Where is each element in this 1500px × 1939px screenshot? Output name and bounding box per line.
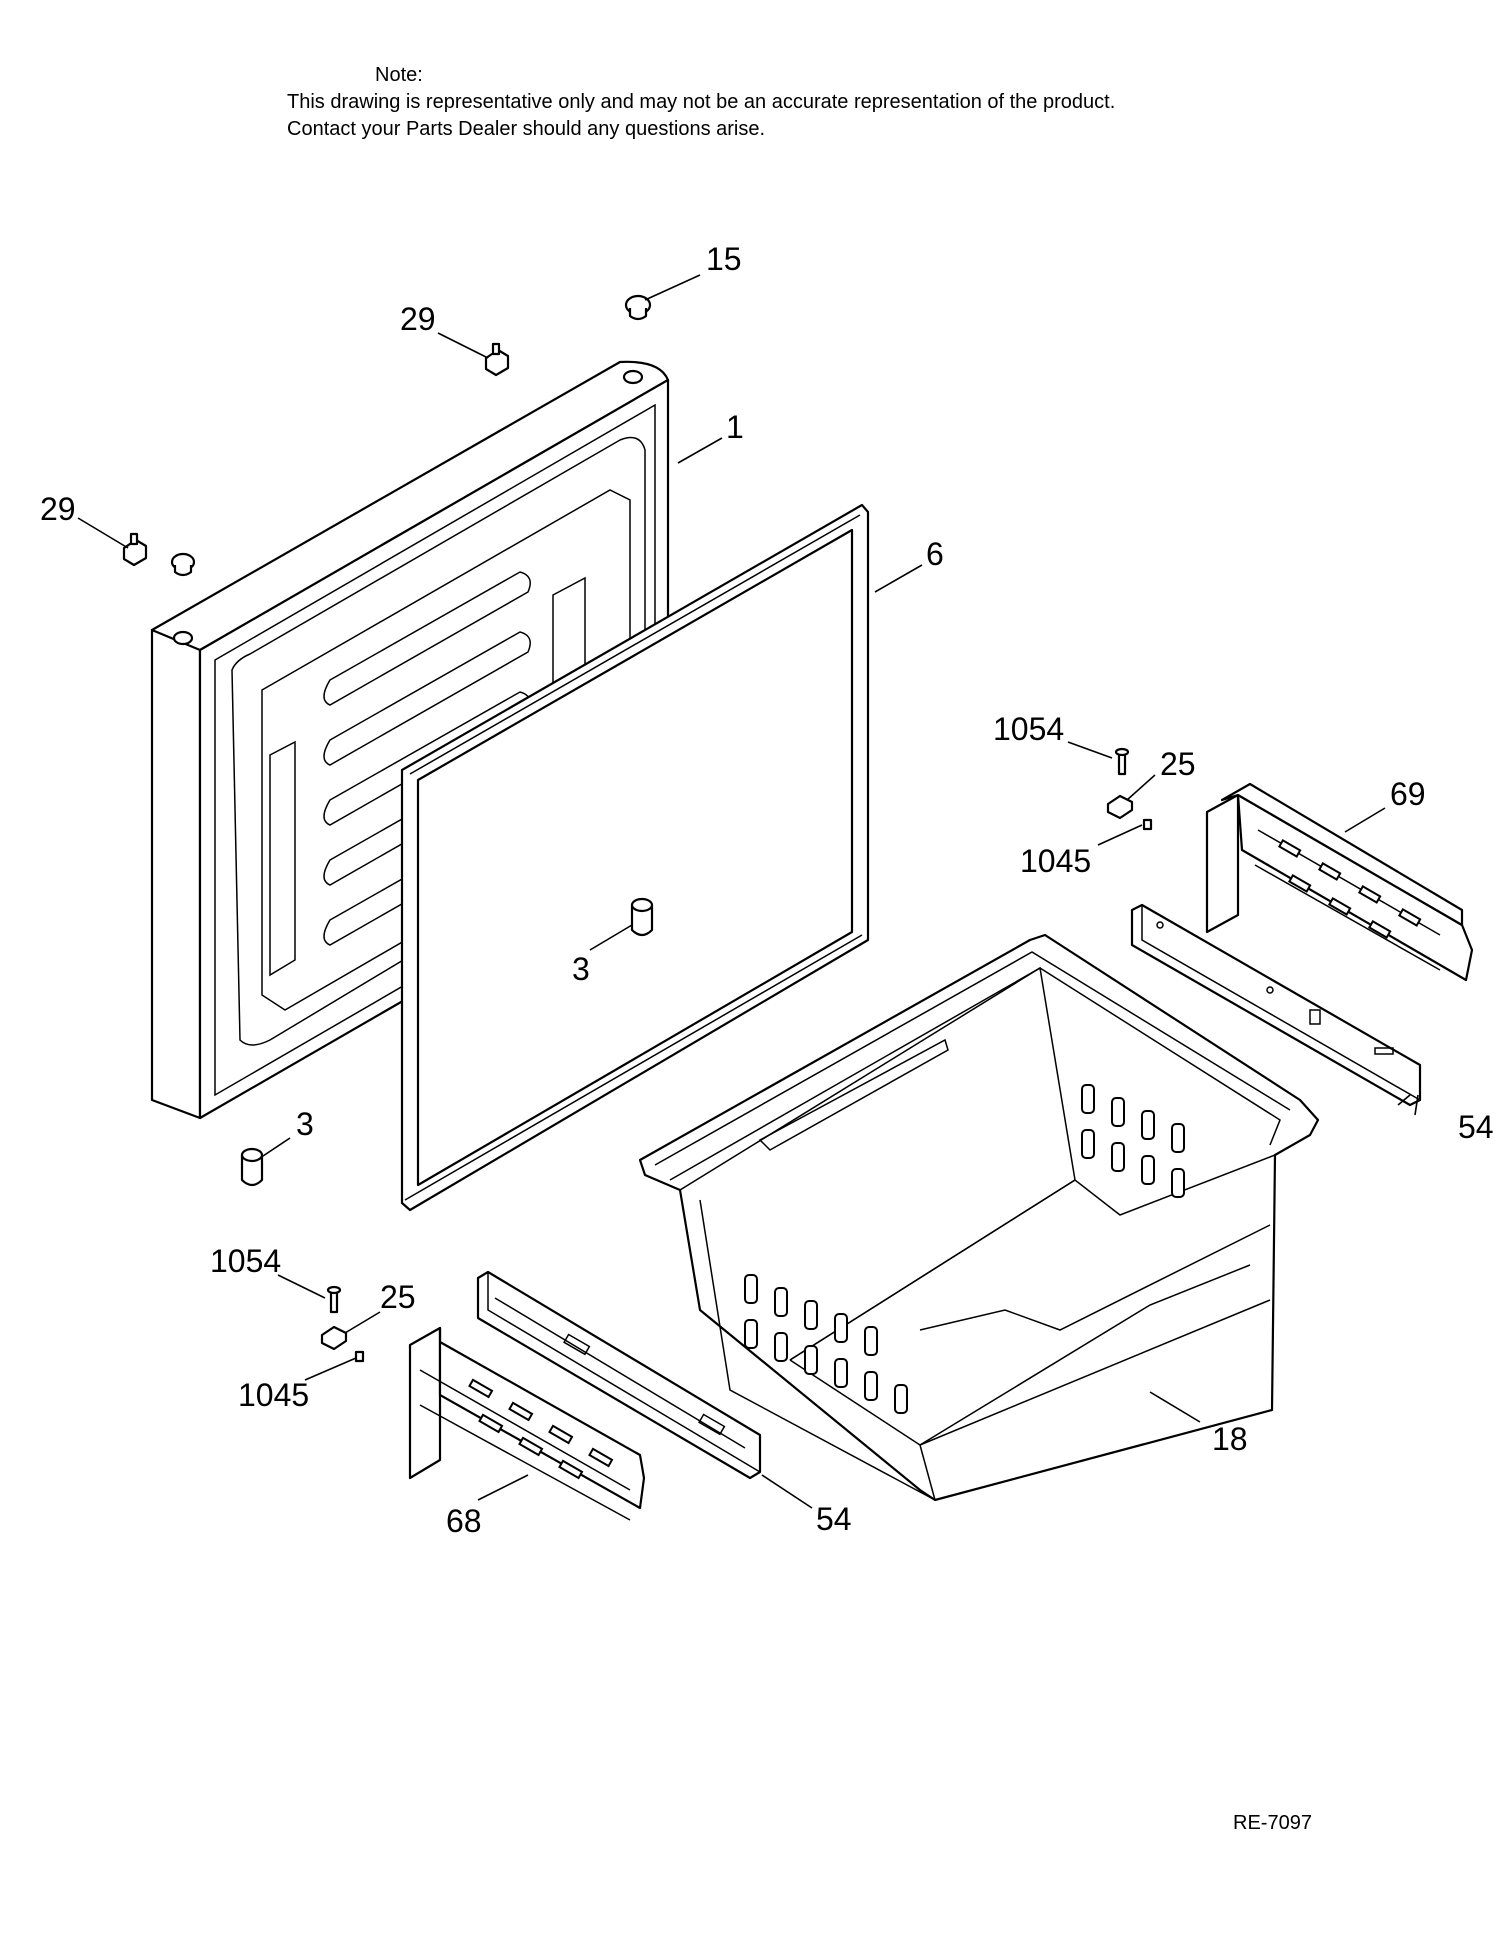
part-slide-rail-54-left [476,1270,762,1480]
part-cap-left [170,552,196,577]
part-hinge-pin-29-top [484,342,510,377]
callout-numbers: 15 29 1 29 6 1054 25 69 1045 3 54 3 1054… [40,241,1494,1539]
callout-25-right: 25 [1160,746,1196,782]
callout-6: 6 [926,536,944,572]
part-screw-1045-left [354,1350,365,1363]
part-screw-1054-left [326,1285,342,1314]
callout-25-left: 25 [380,1279,416,1315]
part-slide-rail-54-right [1130,903,1422,1107]
part-gasket [400,503,870,1212]
part-stop-3-low [240,1147,264,1187]
part-bracket-69 [1205,782,1474,982]
drawing-reference: RE-7097 [1233,1812,1312,1834]
part-hinge-pin-29-left [122,532,148,567]
part-basket-18 [638,933,1320,1502]
callout-15: 15 [706,241,742,277]
part-screw-1045-right [1142,818,1153,831]
callout-29-left: 29 [40,491,76,527]
callout-69: 69 [1390,776,1426,812]
note-line-1: This drawing is representative only and … [287,91,1116,113]
note-line-2: Contact your Parts Dealer should any que… [287,118,766,140]
part-clip-25-right [1106,794,1134,820]
callout-1045-right: 1045 [1020,843,1091,879]
callout-1054-right: 1054 [993,711,1064,747]
part-clip-25-left [320,1325,348,1351]
callout-54-right: 54 [1458,1109,1494,1145]
part-screw-1054-right [1114,747,1130,776]
callout-29-top: 29 [400,301,436,337]
callout-1045-left: 1045 [238,1377,309,1413]
callout-18: 18 [1212,1421,1248,1457]
callout-68: 68 [446,1503,482,1539]
note-heading: Note: [375,64,423,86]
callout-3-low: 3 [296,1106,314,1142]
callout-54-left: 54 [816,1501,852,1537]
part-bracket-68 [408,1326,646,1521]
callout-3-mid: 3 [572,951,590,987]
callout-1: 1 [726,409,744,445]
callout-1054-left: 1054 [210,1243,281,1279]
part-stop-3-mid [630,897,654,937]
leader-lines [77,274,1419,1509]
disclaimer-note: Note: This drawing is representative onl… [287,62,1115,143]
part-cap-15 [624,294,652,321]
